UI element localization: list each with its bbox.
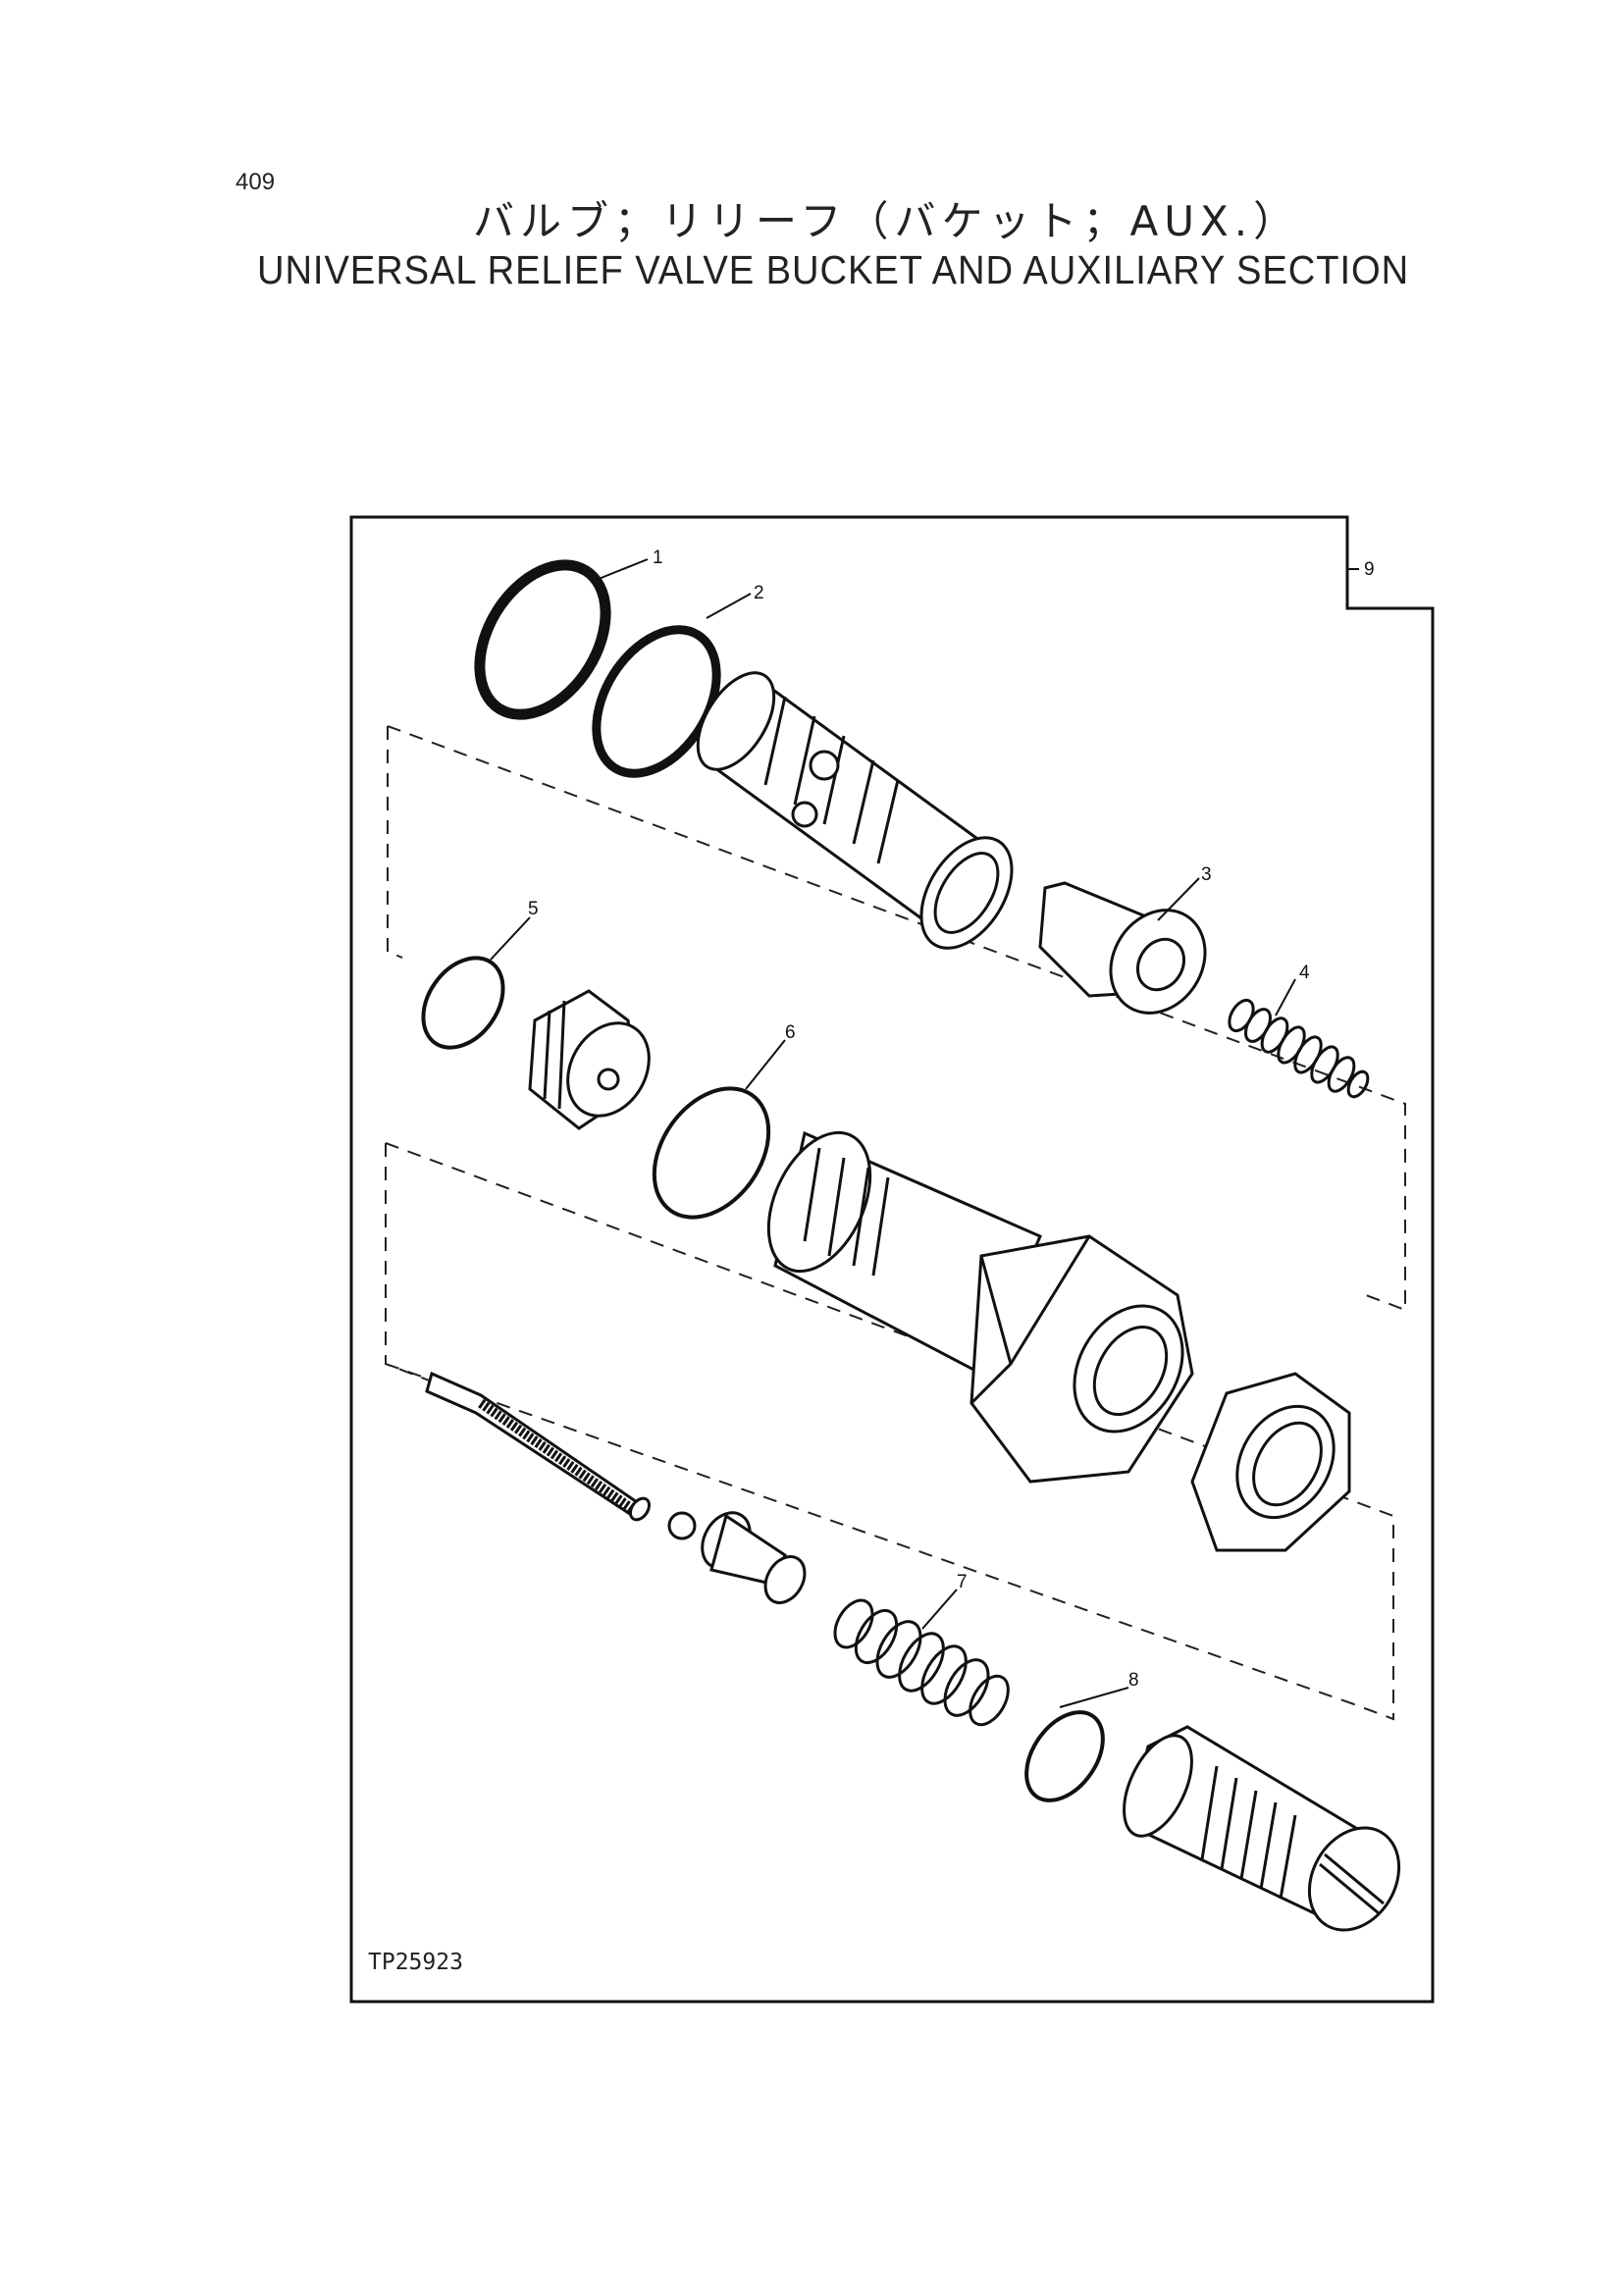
lock-nut — [1190, 1372, 1351, 1552]
page-number: 409 — [236, 169, 276, 195]
callout-5: 5 — [528, 899, 539, 919]
dashed-group-upper — [387, 725, 1406, 1312]
title-japanese: バルブ；リリーフ（バケット；AUX.） — [473, 197, 1301, 245]
ball — [667, 1511, 697, 1540]
poppet-part-3 — [1038, 881, 1207, 1015]
spring-part-4 — [1228, 998, 1370, 1099]
o-ring-part-6 — [652, 1086, 771, 1220]
callout-1: 1 — [653, 547, 663, 568]
spring-part-7 — [833, 1598, 1010, 1727]
valve-sleeve — [696, 671, 1014, 950]
title-english: UNIVERSAL RELIEF VALVE BUCKET AND AUXILI… — [257, 247, 1410, 292]
diagram-frame — [349, 515, 1435, 2004]
leader-lines — [490, 558, 1359, 1708]
plug — [1123, 1725, 1401, 1932]
callout-2: 2 — [754, 583, 764, 603]
callout-6: 6 — [785, 1022, 796, 1043]
callout-4: 4 — [1299, 963, 1310, 983]
figure-id: TP25923 — [368, 1950, 463, 1975]
spring-seat — [701, 1511, 807, 1604]
piston-cap — [528, 989, 651, 1130]
o-ring-part-1 — [474, 559, 611, 720]
valve-body — [766, 1130, 1194, 1484]
o-ring-part-5 — [421, 956, 505, 1050]
dashed-group-lower — [385, 1142, 1394, 1721]
callout-9: 9 — [1364, 559, 1375, 580]
callout-7: 7 — [957, 1572, 968, 1592]
callout-3: 3 — [1201, 864, 1212, 885]
adjusting-screw — [425, 1371, 652, 1522]
callout-8: 8 — [1128, 1670, 1139, 1691]
o-ring-part-8 — [1024, 1710, 1105, 1802]
